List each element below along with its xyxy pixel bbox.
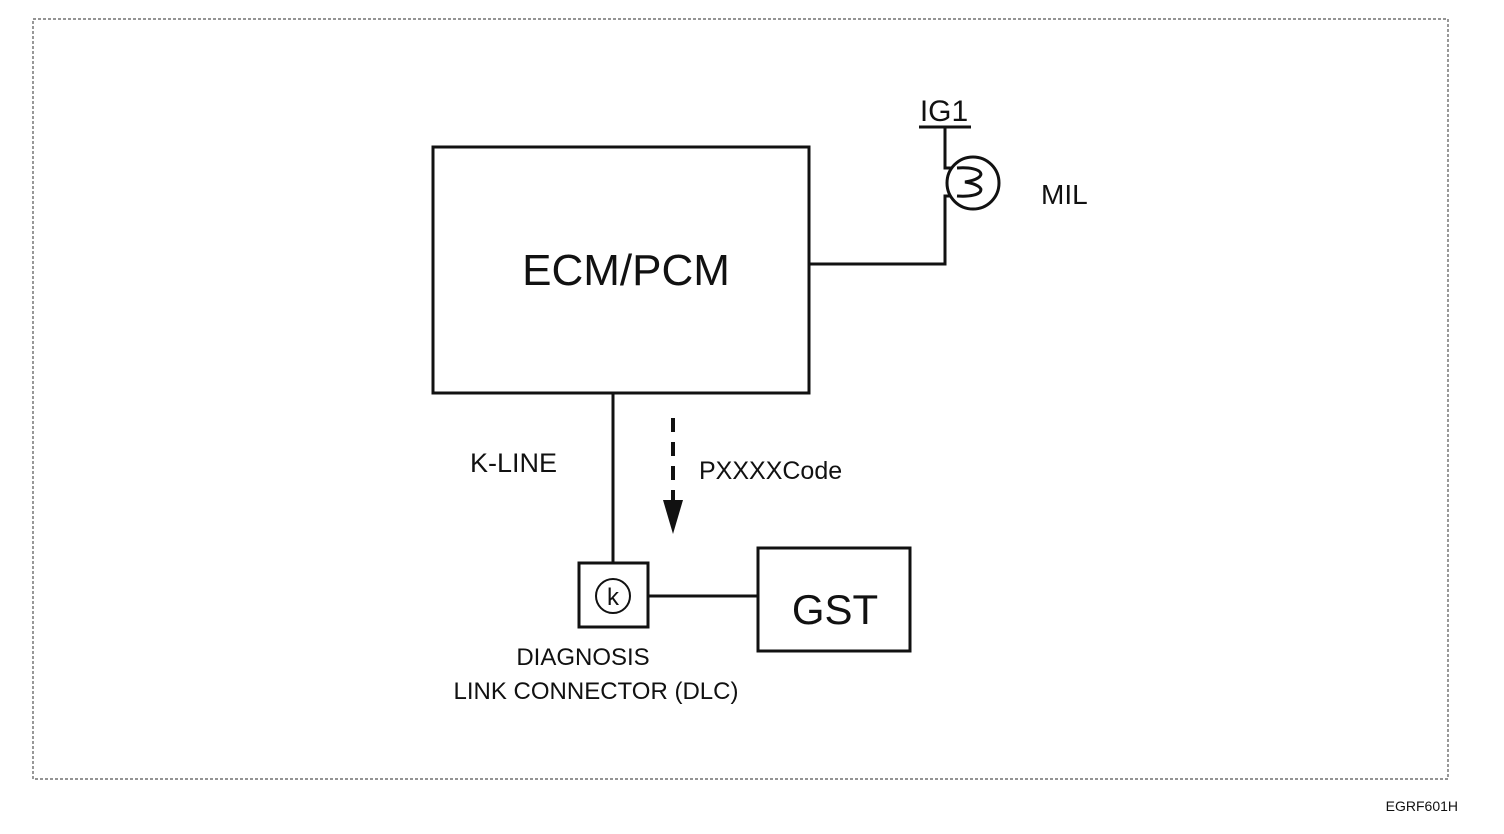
gst-label: GST	[792, 586, 878, 633]
ecm-pcm-block: ECM/PCM	[431, 145, 811, 395]
figure-code: EGRF601H	[1386, 798, 1458, 814]
code-arrow: PXXXXCode	[663, 418, 842, 534]
ecm-pcm-box	[431, 145, 811, 395]
mil-circuit: MIL	[810, 127, 1088, 266]
code-label: PXXXXCode	[699, 457, 842, 485]
k-line: K-LINE	[470, 393, 615, 563]
ig1-supply: IG1	[919, 95, 971, 129]
gst-box	[756, 546, 912, 653]
dlc-label-line1: DIAGNOSIS	[516, 644, 649, 671]
mil-label: MIL	[1041, 179, 1088, 210]
mil-wire-bottom	[810, 194, 957, 266]
dlc-connector: k DIAGNOSIS LINK CONNECTOR (DLC)	[454, 561, 739, 705]
gst-block: GST	[756, 546, 912, 653]
dlc-k-symbol: k	[607, 584, 620, 611]
dlc-label-line2: LINK CONNECTOR (DLC)	[454, 678, 739, 705]
ig1-label: IG1	[920, 95, 968, 128]
code-arrow-head	[663, 500, 683, 534]
dlc-k-circle	[595, 578, 631, 614]
k-line-label: K-LINE	[470, 448, 557, 478]
mil-lamp-icon	[945, 155, 1001, 211]
mil-wire-top	[943, 127, 957, 170]
ecm-pcm-label: ECM/PCM	[522, 246, 730, 295]
diagram-frame	[32, 18, 1449, 780]
